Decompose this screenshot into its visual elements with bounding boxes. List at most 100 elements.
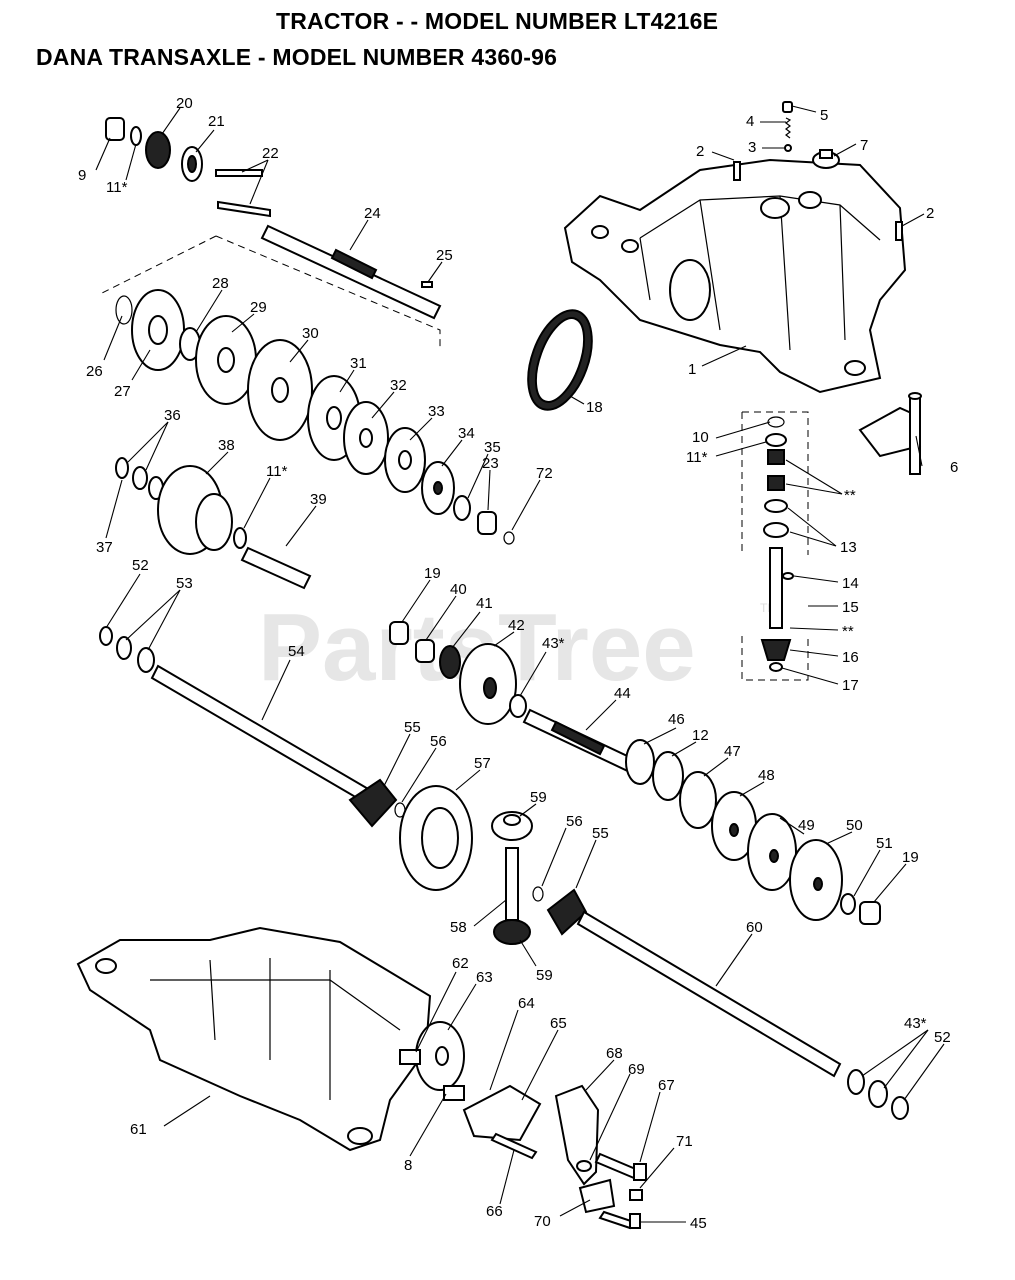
callout-30: 30: [302, 325, 319, 342]
bushing-40: [415, 639, 435, 663]
upper-shaft-assembly-outline: [97, 235, 441, 348]
callout-31: 31: [350, 355, 367, 372]
bolt-45: [598, 1210, 641, 1230]
ring-72: [503, 531, 515, 545]
callout-5: 5: [820, 107, 828, 124]
callout-33: 33: [428, 403, 445, 420]
callout-64: 64: [518, 995, 535, 1012]
callout-51: 51: [876, 835, 893, 852]
callout-48: 48: [758, 767, 775, 784]
callout-45: 45: [690, 1215, 707, 1232]
callout-11-star-mid: 11*: [266, 463, 288, 480]
bearing-9: [105, 117, 125, 141]
shaft-44: [522, 708, 642, 776]
callout-8: 8: [404, 1157, 412, 1174]
bolt-67: [594, 1152, 647, 1181]
callout-62: 62: [452, 955, 469, 972]
callout-66: 66: [486, 1203, 503, 1220]
bracket-68: [554, 1084, 600, 1186]
differential-gear-57: [399, 785, 473, 891]
callout-59-bottom: 59: [536, 967, 553, 984]
callout-10: 10: [692, 429, 709, 446]
callout-18: 18: [586, 399, 603, 416]
brake-caliper-65: [462, 1084, 542, 1142]
callout-34: 34: [458, 425, 475, 442]
bevel-gear-55-left: [348, 778, 398, 828]
callout-56-right: 56: [566, 813, 583, 830]
cross-shaft-58: [505, 847, 519, 921]
gear-33: [384, 427, 426, 493]
seal-21: [181, 146, 203, 182]
callout-57: 57: [474, 755, 491, 772]
pinion-assembly-outline: [741, 411, 809, 681]
key-25: [421, 281, 433, 288]
diagram-title-transaxle-model: DANA TRANSAXLE - MODEL NUMBER 4360-96: [36, 44, 558, 70]
upper-transaxle-housing: [563, 158, 907, 394]
bevel-gear-55-right: [546, 888, 588, 936]
callout-59-top: 59: [530, 789, 547, 806]
pinion-gear-59-top: [491, 811, 533, 841]
callout-9: 9: [78, 167, 86, 184]
callout-12: 12: [692, 727, 709, 744]
gear-29: [195, 315, 257, 405]
bushing-19-right: [859, 901, 881, 925]
gear-34: [421, 461, 455, 515]
pinion-gear-59-bottom: [493, 919, 531, 945]
callout-68: 68: [606, 1045, 623, 1062]
callout-labels: 20 21 9 11* 22 24 25 2 3 4 5 7 2 1 26 27…: [78, 95, 958, 1232]
callout-69: 69: [628, 1061, 645, 1078]
callout-28: 28: [212, 275, 229, 292]
callout-14: 14: [842, 575, 859, 592]
callout-42: 42: [508, 617, 525, 634]
key-14: [782, 572, 794, 580]
bushing-52-right: [891, 1096, 909, 1120]
shaft-24: [260, 224, 442, 320]
callout-37: 37: [96, 539, 113, 556]
ring-17: [769, 662, 783, 672]
callout-61: 61: [130, 1121, 147, 1138]
callout-46: 46: [668, 711, 685, 728]
callout-22: 22: [262, 145, 279, 162]
housing-bolt-2-right: [895, 221, 903, 241]
bevel-gear-42: [459, 643, 517, 725]
callout-41: 41: [476, 595, 493, 612]
gear-46: [625, 739, 655, 785]
gear-47: [679, 771, 717, 829]
washers-36: [115, 457, 164, 500]
callout-13: 13: [840, 539, 857, 556]
lower-transaxle-housing: [76, 926, 432, 1152]
callout-23: 23: [482, 455, 499, 472]
snap-ring-26: [115, 295, 133, 325]
gear-32: [343, 401, 389, 475]
callout-26: 26: [86, 363, 103, 380]
brake-pad-62: [399, 1049, 421, 1065]
callout-21: 21: [208, 113, 225, 130]
washer-11-mid: [233, 527, 247, 549]
callout-50: 50: [846, 817, 863, 834]
callout-47: 47: [724, 743, 741, 760]
callout-24: 24: [364, 205, 381, 222]
callout-16: 16: [842, 649, 859, 666]
gear-48: [711, 791, 757, 861]
callout-55-right: 55: [592, 825, 609, 842]
ring-56-right: [532, 886, 544, 902]
callout-32: 32: [390, 377, 407, 394]
callout-43-star-right: 43*: [904, 1015, 927, 1032]
callout-2-left: 2: [696, 143, 704, 160]
callout-6: 6: [950, 459, 958, 476]
callout-65: 65: [550, 1015, 567, 1032]
callout-7: 7: [860, 137, 868, 154]
housing-bolt-2-left: [733, 161, 741, 181]
washer-69: [576, 1160, 592, 1172]
keys-22: [215, 169, 271, 218]
gear-49: [747, 813, 797, 891]
cluster-gear-38: [157, 465, 233, 555]
callout-54: 54: [288, 643, 305, 660]
washer-11-top: [130, 126, 142, 146]
callout-29: 29: [250, 299, 267, 316]
callout-56-left: 56: [430, 733, 447, 750]
callout-25: 25: [436, 247, 453, 264]
callout-27: 27: [114, 383, 131, 400]
gear-20: [145, 131, 171, 169]
callout-49: 49: [798, 817, 815, 834]
